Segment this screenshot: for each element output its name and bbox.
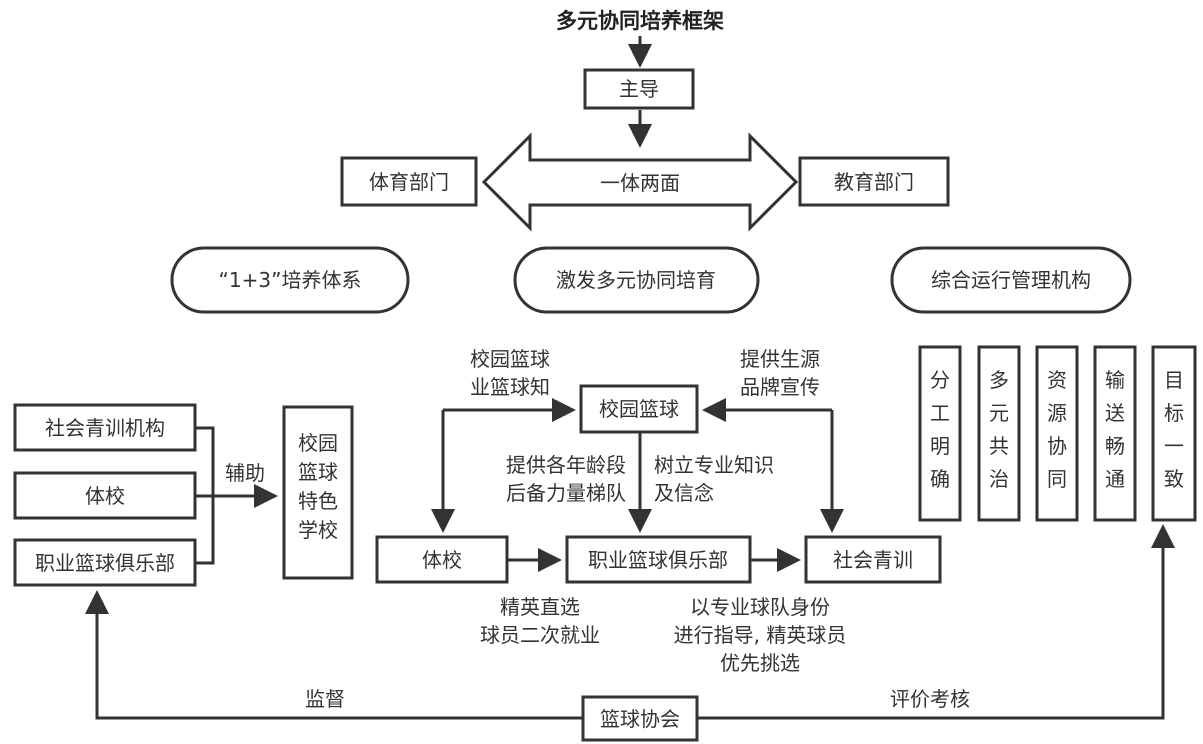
svg-text:学校: 学校 <box>298 518 338 542</box>
svg-text:职业篮球俱乐部: 职业篮球俱乐部 <box>35 551 175 575</box>
svg-text:畅: 畅 <box>1105 434 1125 458</box>
svg-text:精英直选: 精英直选 <box>500 595 580 619</box>
sports-dept-box: 体育部门 <box>340 156 478 207</box>
source-sports-school: 体校 <box>13 471 197 520</box>
sports-school-box: 体校 <box>375 535 509 584</box>
svg-text:激发多元协同培育: 激发多元协同培育 <box>556 268 716 292</box>
education-dept-box: 教育部门 <box>798 156 950 207</box>
principle-3: 资 源 协 同 <box>1035 345 1079 522</box>
svg-text:主导: 主导 <box>619 77 659 101</box>
svg-text:体校: 体校 <box>85 484 125 508</box>
evaluate-label: 评价考核 <box>890 687 970 711</box>
oval-management: 综合运行管理机构 <box>890 246 1132 314</box>
label-bottom-right: 以专业球队身份 进行指导, 精英球员 优先挑选 <box>674 595 847 675</box>
svg-text:校园篮球: 校园篮球 <box>470 347 550 371</box>
label-mid-right: 树立专业知识 及信念 <box>654 453 774 505</box>
campus-basketball-box: 校园篮球 <box>579 384 699 434</box>
svg-text:明: 明 <box>930 434 950 458</box>
svg-text:确: 确 <box>930 467 950 491</box>
svg-text:社会青训机构: 社会青训机构 <box>45 416 165 440</box>
svg-text:业篮球知: 业篮球知 <box>470 375 550 399</box>
assist-label: 辅助 <box>225 461 265 485</box>
svg-text:通: 通 <box>1105 467 1125 491</box>
diagram-title: 多元协同培养框架 <box>556 9 724 33</box>
svg-text:进行指导, 精英球员: 进行指导, 精英球员 <box>674 623 847 647</box>
svg-text:树立专业知识: 树立专业知识 <box>654 453 774 477</box>
label-mid-left: 提供各年龄段 后备力量梯队 <box>506 453 626 505</box>
pro-club-box: 职业篮球俱乐部 <box>565 535 752 584</box>
svg-text:以专业球队身份: 以专业球队身份 <box>690 595 830 619</box>
svg-text:“1+3”培养体系: “1+3”培养体系 <box>219 268 362 292</box>
principle-4: 输 送 畅 通 <box>1093 345 1137 522</box>
svg-text:分: 分 <box>930 368 950 392</box>
oval-training-system: “1+3”培养体系 <box>170 246 410 314</box>
feature-school-box: 校园 篮球 特色 学校 <box>282 405 354 580</box>
svg-text:校园: 校园 <box>298 431 338 455</box>
svg-text:治: 治 <box>989 467 1009 491</box>
double-arrow: 一体两面 <box>481 132 799 232</box>
svg-text:共: 共 <box>989 434 1009 458</box>
svg-text:源: 源 <box>1047 401 1067 425</box>
svg-text:多: 多 <box>989 368 1009 392</box>
svg-text:特色: 特色 <box>298 489 338 513</box>
svg-text:一: 一 <box>1164 434 1184 458</box>
principle-5: 目 标 一 致 <box>1151 345 1197 522</box>
svg-text:球员二次就业: 球员二次就业 <box>480 623 600 647</box>
svg-text:体育部门: 体育部门 <box>369 170 449 194</box>
svg-text:资: 资 <box>1047 368 1067 392</box>
svg-text:工: 工 <box>930 401 950 425</box>
svg-text:输: 输 <box>1105 368 1125 392</box>
svg-text:职业篮球俱乐部: 职业篮球俱乐部 <box>588 548 728 572</box>
youth-training-box: 社会青训 <box>804 535 942 584</box>
svg-text:体校: 体校 <box>422 548 462 572</box>
principle-2: 多 元 共 治 <box>977 345 1021 522</box>
arrow-evaluate <box>697 524 1175 720</box>
svg-text:致: 致 <box>1164 467 1184 491</box>
svg-text:提供生源: 提供生源 <box>740 347 820 371</box>
svg-text:校园篮球: 校园篮球 <box>599 397 679 421</box>
svg-text:标: 标 <box>1164 401 1184 425</box>
svg-text:后备力量梯队: 后备力量梯队 <box>506 481 626 505</box>
svg-text:品牌宣传: 品牌宣传 <box>740 375 820 399</box>
supervise-label: 监督 <box>305 687 345 711</box>
principle-1: 分 工 明 确 <box>918 345 962 522</box>
svg-text:教育部门: 教育部门 <box>834 170 914 194</box>
svg-text:一体两面: 一体两面 <box>600 171 680 195</box>
svg-text:综合运行管理机构: 综合运行管理机构 <box>931 268 1091 292</box>
svg-text:篮球: 篮球 <box>298 460 338 484</box>
svg-text:社会青训: 社会青训 <box>833 548 913 572</box>
svg-text:提供各年龄段: 提供各年龄段 <box>506 453 626 477</box>
svg-text:优先挑选: 优先挑选 <box>720 651 800 675</box>
svg-text:协: 协 <box>1047 434 1067 458</box>
source-youth-org: 社会青训机构 <box>13 403 197 452</box>
label-top-left: 校园篮球 业篮球知 <box>470 347 550 399</box>
svg-text:送: 送 <box>1105 401 1125 425</box>
lead-box: 主导 <box>583 68 695 110</box>
svg-text:目: 目 <box>1164 368 1184 392</box>
source-pro-club: 职业篮球俱乐部 <box>13 538 197 587</box>
svg-text:元: 元 <box>989 401 1009 425</box>
svg-text:及信念: 及信念 <box>654 481 714 505</box>
arrow-supervise <box>85 590 583 720</box>
svg-text:篮球协会: 篮球协会 <box>600 707 680 731</box>
svg-text:同: 同 <box>1047 467 1067 491</box>
label-bottom-left: 精英直选 球员二次就业 <box>480 595 600 647</box>
label-top-right: 提供生源 品牌宣传 <box>740 347 820 399</box>
oval-collaborative: 激发多元协同培育 <box>513 246 760 314</box>
association-box: 篮球协会 <box>581 695 699 742</box>
